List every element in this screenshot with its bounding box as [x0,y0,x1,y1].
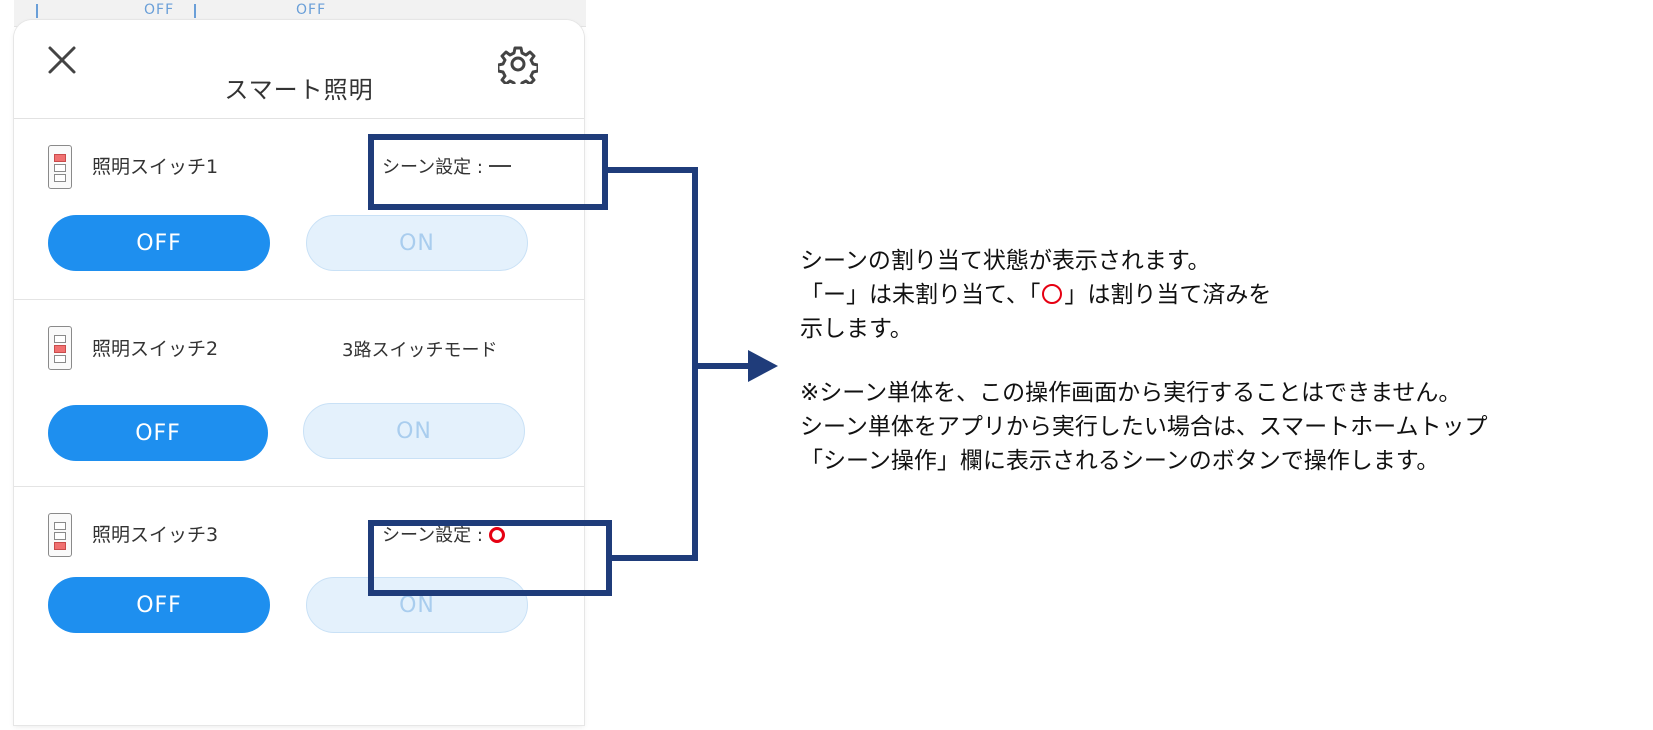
scene-status: シーン設定 : [382,153,511,179]
unassigned-dash-icon [488,165,511,167]
close-icon [48,46,76,74]
switch-name: 照明スイッチ3 [92,524,219,546]
annotation-line: 「ー」は未割り当て、「」は割り当て済みを [800,282,1272,308]
on-button[interactable]: ON [306,577,528,633]
scene-status-highlight-1 [368,134,608,210]
page-title: スマート照明 [224,76,374,104]
annotation-line: シーン単体をアプリから実行したい場合は、スマートホームトップ [800,414,1488,440]
assigned-circle-icon [488,526,505,543]
close-button[interactable] [46,44,78,76]
light-switch-icon [48,326,72,370]
background-divider [36,4,38,18]
annotation-line: 示します。 [800,316,913,342]
off-button[interactable]: OFF [48,577,270,633]
scene-status-highlight-3 [368,520,612,596]
arrow-right-icon [748,350,778,382]
annotation-text: シーンの割り当て状態が表示されます。 「ー」は未割り当て、「」は割り当て済みを … [800,244,1645,478]
panel-header: スマート照明 [14,20,584,119]
gear-icon [496,46,540,90]
assigned-circle-icon [1042,283,1063,304]
smart-lighting-panel: スマート照明 照明スイッチ1 シーン設定 : OFF ON [14,20,584,725]
three-way-mode-label: 3路スイッチモード [342,340,498,361]
connector-line [612,555,698,561]
settings-button[interactable] [496,44,540,90]
on-button[interactable]: ON [303,403,525,459]
switch-row-3: 照明スイッチ3 シーン設定 : OFF ON [14,487,584,725]
off-button[interactable]: OFF [48,215,270,271]
switch-row-2: 照明スイッチ2 3路スイッチモード OFF ON [14,300,584,487]
annotation-line: シーンの割り当て状態が表示されます。 [800,248,1211,274]
connector-line [692,363,748,369]
scene-status-label: シーン設定 : [382,157,483,178]
on-button[interactable]: ON [306,215,528,271]
annotation-line: 「シーン操作」欄に表示されるシーンのボタンで操作します。 [800,448,1440,474]
background-divider [194,4,196,18]
light-switch-icon [48,513,72,557]
scene-status: シーン設定 : [382,521,505,547]
off-button[interactable]: OFF [48,405,268,461]
scene-status-label: シーン設定 : [382,525,483,546]
light-switch-icon [48,145,72,189]
switch-name: 照明スイッチ2 [92,338,219,360]
background-off-text: OFF [296,2,327,18]
switch-name: 照明スイッチ1 [92,156,219,178]
annotation-line: ※シーン単体を、この操作画面から実行することはできません。 [800,380,1462,406]
background-off-text: OFF [144,2,175,18]
connector-line [608,167,698,173]
